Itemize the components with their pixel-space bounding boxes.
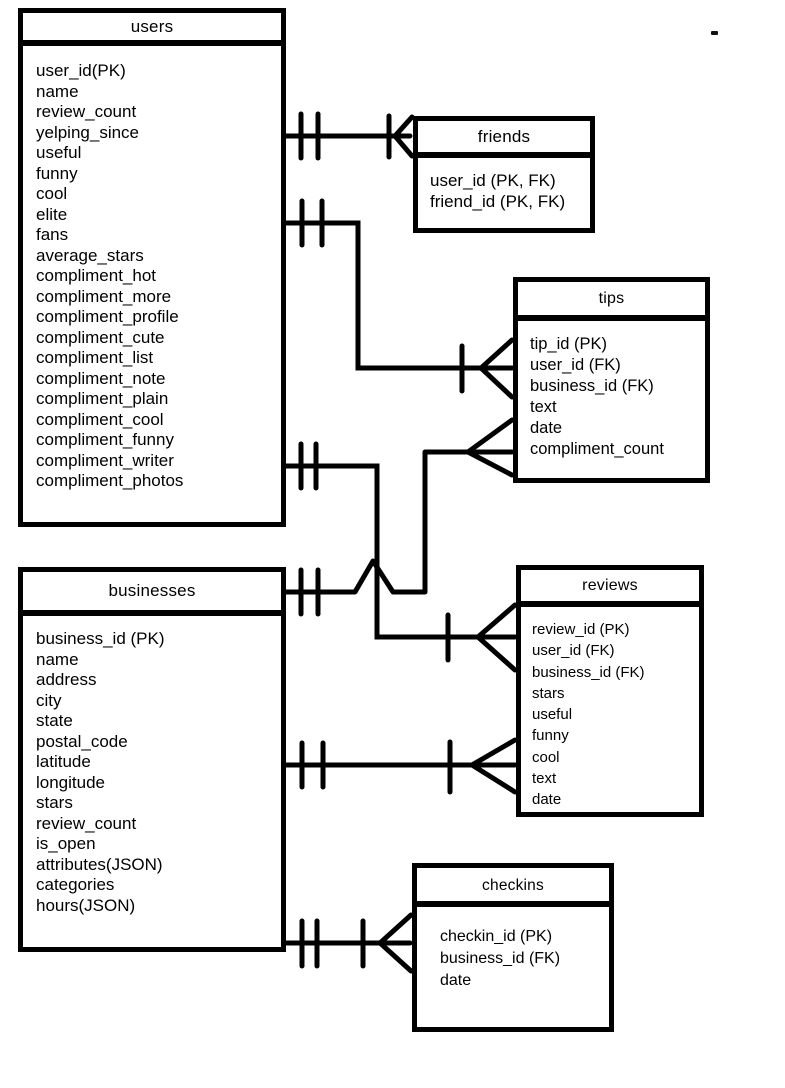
table-field: compliment_more (36, 286, 172, 306)
connector-businesses-checkins (282, 912, 414, 974)
table-title-checkins: checkins (417, 868, 609, 907)
table-fields-tips: tip_id (PK) user_id (FK) business_id (FK) t… (518, 321, 705, 460)
connector-businesses-reviews (282, 737, 518, 795)
table-field: hours(JSON) (36, 895, 136, 915)
table-field: name (36, 81, 79, 101)
table-title-friends: friends (418, 121, 590, 158)
table-field: compliment_count (530, 440, 664, 458)
table-field: useful (36, 143, 82, 162)
table-field: user_id (FK) (532, 642, 615, 660)
table-field: is_open (36, 834, 96, 853)
table-title-businesses: businesses (23, 572, 281, 616)
table-field: compliment_hot (36, 266, 157, 285)
crow-foot-checkins (376, 912, 414, 974)
connector-businesses-tips (282, 417, 515, 617)
table-field: compliment_cool (36, 409, 164, 429)
table-field: compliment_note (36, 368, 166, 388)
table-field: stars (36, 793, 73, 812)
table-field: latitude (36, 752, 91, 771)
stray-ink-mark (711, 31, 718, 35)
table-fields-checkins: checkin_id (PK) business_id (FK) date (417, 907, 609, 992)
table-field: cool (532, 748, 560, 766)
table-field: compliment_funny (36, 430, 174, 449)
table-title-users: users (23, 13, 281, 46)
entity-table-checkins: checkins checkin_id (PK) business_id (FK)… (412, 863, 614, 1032)
table-field: tip_id (PK) (530, 335, 608, 353)
table-field: fans (36, 225, 69, 244)
table-field: checkin_id (PK) (440, 928, 553, 945)
table-field: compliment_plain (36, 389, 169, 408)
table-field: user_id (PK, FK) (430, 171, 556, 190)
table-field: stars (532, 684, 565, 702)
table-field: longitude (36, 772, 106, 792)
table-field: user_id(PK) (36, 61, 126, 80)
table-field: review_count (36, 102, 137, 121)
crow-foot-friends (391, 114, 415, 159)
crow-foot-reviews-lower (467, 737, 518, 795)
table-field: name (36, 649, 79, 669)
table-field: city (36, 690, 62, 710)
table-title-tips: tips (518, 282, 705, 321)
table-field: funny (36, 163, 78, 183)
table-field: user_id (FK) (530, 356, 621, 374)
table-field: business_id (FK) (440, 950, 561, 967)
entity-table-friends: friends user_id (PK, FK) friend_id (PK, F… (413, 116, 595, 233)
entity-table-reviews: reviews review_id (PK) user_id (FK) busine… (516, 565, 704, 817)
crow-foot-reviews-upper (474, 602, 518, 673)
table-field: attributes(JSON) (36, 854, 163, 874)
table-field: compliment_cute (36, 327, 165, 347)
table-field: review_count (36, 813, 137, 833)
table-field: average_stars (36, 245, 144, 265)
crow-foot-tips-upper (477, 337, 515, 400)
table-field: compliment_writer (36, 450, 174, 470)
table-field: postal_code (36, 731, 128, 751)
table-field: text (532, 770, 557, 788)
table-field: funny (532, 727, 569, 745)
table-fields-friends: user_id (PK, FK) friend_id (PK, FK) (418, 158, 590, 212)
table-field: elite (36, 204, 68, 224)
table-field: compliment_profile (36, 307, 179, 326)
table-field: date (532, 791, 562, 809)
table-field: compliment_photos (36, 471, 184, 490)
table-title-reviews: reviews (521, 570, 699, 607)
table-field: compliment_list (36, 348, 154, 367)
table-field: useful (532, 706, 573, 724)
table-field: categories (36, 875, 115, 894)
table-field: text (530, 398, 557, 416)
table-field: cool (36, 184, 68, 203)
table-field: friend_id (PK, FK) (430, 192, 566, 211)
table-field: yelping_since (36, 122, 140, 142)
table-field: date (440, 972, 472, 989)
table-field: state (36, 711, 73, 730)
connector-users-reviews (282, 441, 518, 673)
connector-users-tips (282, 198, 515, 400)
connector-users-friends (282, 111, 415, 161)
table-fields-reviews: review_id (PK) user_id (FK) business_id (F… (521, 607, 699, 811)
table-field: business_id (FK) (530, 377, 654, 395)
table-field: business_id (FK) (532, 663, 645, 681)
crow-foot-tips-lower (465, 417, 515, 478)
table-field: date (530, 419, 563, 437)
table-field: review_id (PK) (532, 621, 630, 638)
table-field: address (36, 670, 97, 689)
table-field: business_id (PK) (36, 629, 165, 648)
entity-table-tips: tips tip_id (PK) user_id (FK) business_id … (513, 277, 710, 483)
